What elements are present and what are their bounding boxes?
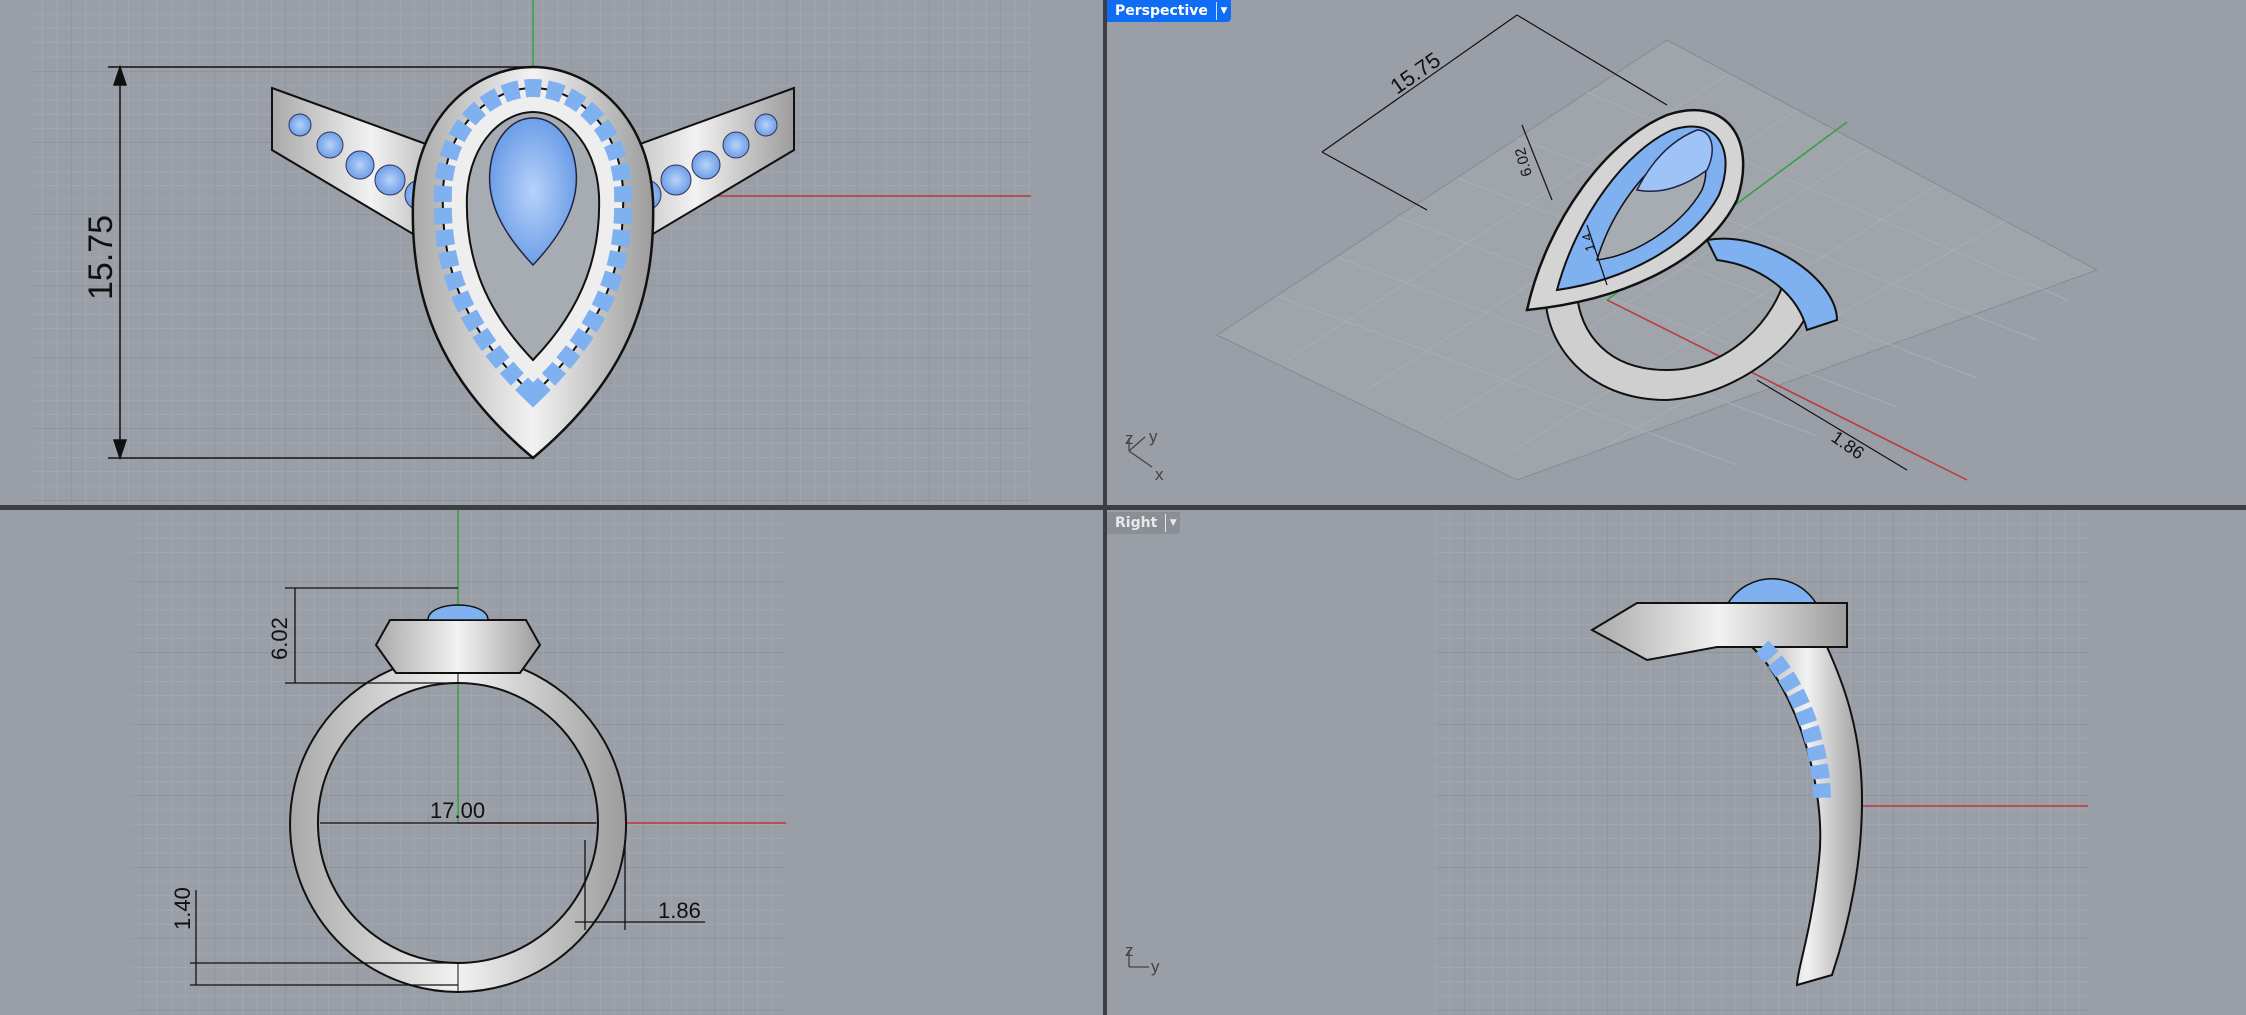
- viewport-perspective[interactable]: Perspective ▼ 15.75 6.02 1.4 1.86 z: [1107, 0, 2246, 505]
- front-dim-6-02: 6.02: [267, 617, 292, 660]
- viewport-label: Perspective: [1115, 3, 1208, 19]
- perspective-dim-15-75: 15.75: [1386, 47, 1445, 99]
- axis-z-label: z: [1125, 429, 1134, 448]
- viewport-top[interactable]: 15.75: [0, 0, 1103, 505]
- perspective-dim-1-86: 1.86: [1828, 427, 1868, 463]
- viewport-tab-right[interactable]: Right ▼: [1107, 512, 1181, 534]
- axis-y-label: y: [1149, 427, 1158, 446]
- ring-head-front: [374, 619, 542, 674]
- front-dim-17-00: 17.00: [430, 798, 485, 823]
- axis-x-label: x: [1155, 465, 1164, 484]
- front-dimensions: [190, 587, 705, 986]
- front-view-canvas[interactable]: 6.02 17.00 1.40 1.86: [0, 510, 1103, 1015]
- front-dim-1-40: 1.40: [170, 887, 195, 930]
- viewport-label: Right: [1115, 515, 1158, 531]
- dimension-15-75: [108, 64, 533, 461]
- viewport-front[interactable]: 6.02 17.00 1.40 1.86: [0, 510, 1103, 1015]
- ring-head-side: [1589, 602, 1848, 662]
- viewport-tab-perspective[interactable]: Perspective ▼: [1107, 0, 1231, 22]
- axis-triad-icon: [1128, 436, 1153, 468]
- viewport-right[interactable]: Right ▼ z y: [1107, 510, 2246, 1015]
- front-dim-1-86: 1.86: [658, 898, 701, 923]
- right-view-canvas[interactable]: z y: [1107, 510, 2246, 1015]
- perspective-dim-6-02: 6.02: [1512, 146, 1536, 179]
- top-view-canvas[interactable]: 15.75: [0, 0, 1103, 505]
- caret-down-icon[interactable]: ▼: [1215, 2, 1231, 20]
- gem-side: [1725, 578, 1819, 606]
- dimension-label: 15.75: [82, 215, 120, 300]
- axis-y-label: y: [1151, 957, 1160, 976]
- axis-z-label: z: [1125, 941, 1134, 960]
- perspective-dimensions: [1321, 14, 1908, 471]
- perspective-canvas[interactable]: 15.75 6.02 1.4 1.86 z y x: [1107, 0, 2246, 505]
- ring-perspective: [1525, 109, 1839, 402]
- center-gem: [488, 117, 578, 267]
- perspective-dim-1-4: 1.4: [1579, 232, 1598, 253]
- axis-triad-icon: [1128, 950, 1149, 968]
- caret-down-icon[interactable]: ▼: [1165, 514, 1180, 532]
- gem-top-front: [427, 604, 489, 621]
